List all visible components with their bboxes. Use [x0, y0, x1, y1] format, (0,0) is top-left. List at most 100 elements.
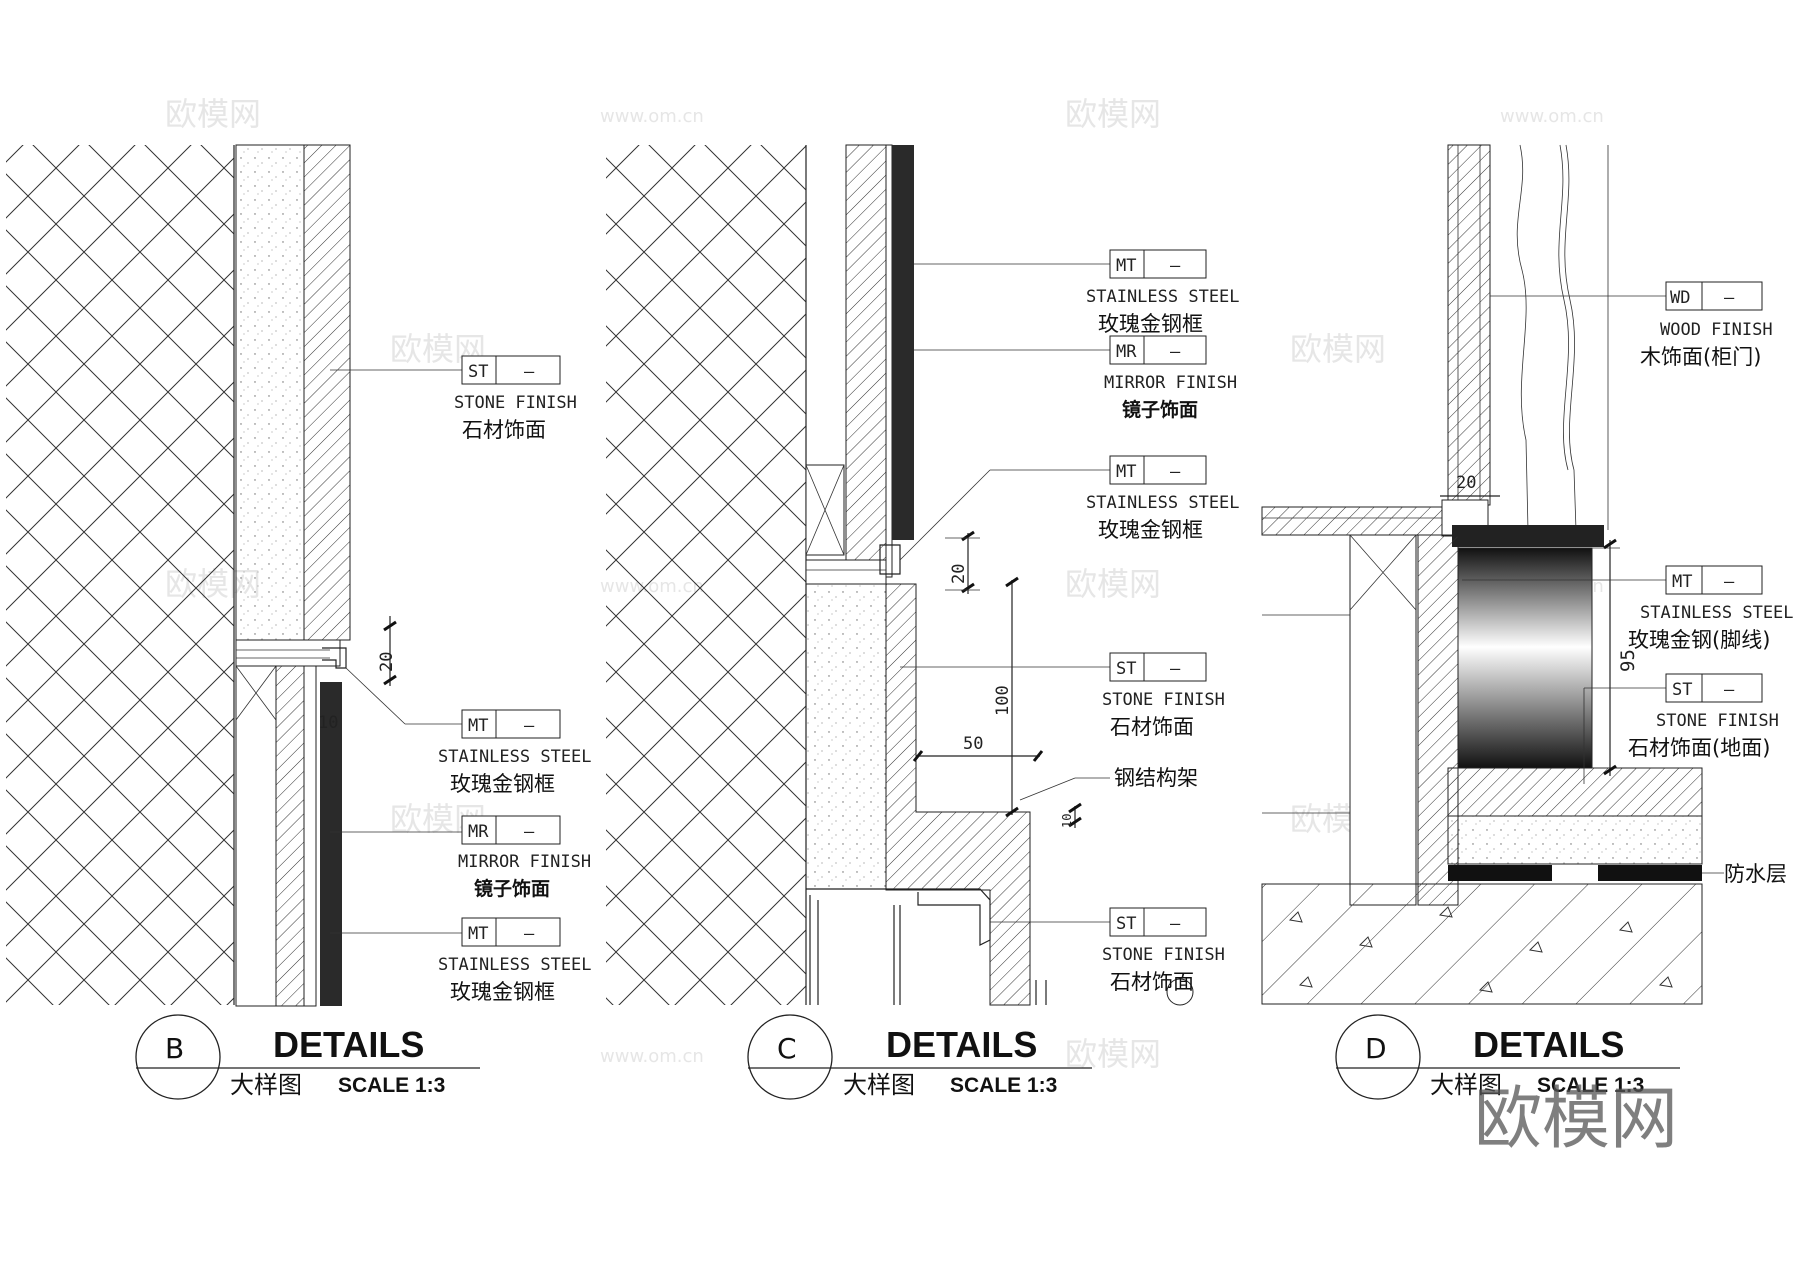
tag-code: MT	[1116, 256, 1136, 276]
stone-panel	[303, 144, 351, 641]
masonry-wall	[606, 145, 806, 1005]
detail-title: DETAILS	[1473, 1024, 1624, 1065]
tag-cn: 玫瑰金钢框	[450, 980, 555, 1004]
concrete-slab	[1261, 883, 1703, 1005]
detail-id: D	[1365, 1032, 1387, 1065]
note-waterproof: 防水层	[1724, 862, 1787, 886]
substrate-board	[845, 144, 887, 578]
tag-suffix: –	[1170, 914, 1181, 934]
tag-suffix: –	[524, 362, 535, 382]
dim-c-50: 50	[963, 734, 983, 754]
tag-suffix: –	[524, 924, 535, 944]
tag-cn: 木饰面(柜门)	[1640, 345, 1761, 369]
watermark-brand: 欧模网	[1065, 565, 1161, 603]
cabinet-board	[1447, 144, 1491, 506]
detail-b-section: 20 10	[6, 144, 462, 1007]
tag-cn: 玫瑰金钢框	[450, 772, 555, 796]
steel-structure-frame	[806, 888, 991, 946]
tag-cn: 石材饰面	[462, 418, 546, 442]
steel-frame-profile	[879, 544, 901, 575]
tag-code: ST	[468, 362, 488, 382]
watermark-url: www.om.cn	[600, 106, 704, 127]
stone-floor	[1447, 767, 1703, 817]
tag-cn: 石材饰面(地面)	[1628, 736, 1770, 760]
tag-cn: 镜子饰面	[1122, 398, 1198, 421]
tag-code: ST	[1672, 680, 1692, 700]
title-block-c: C DETAILS 大样图 SCALE 1:3	[747, 1014, 1092, 1100]
tag-c-steel-2: MT – STAINLESS STEEL 玫瑰金钢框	[1086, 455, 1240, 542]
watermark-brand: 欧模网	[165, 95, 261, 133]
tag-cn: 玫瑰金钢框	[1098, 518, 1203, 542]
wood-door-edge	[1516, 144, 1529, 531]
tag-b-steel-1: MT – STAINLESS STEEL 玫瑰金钢框	[438, 709, 592, 796]
tag-code: MT	[468, 924, 488, 944]
detail-subtitle: 大样图	[1430, 1071, 1502, 1099]
detail-subtitle: 大样图	[843, 1071, 915, 1099]
watermark-brand-large: 欧模网	[1474, 1080, 1678, 1159]
tag-suffix: –	[1170, 256, 1181, 276]
tag-en: MIRROR FINISH	[1104, 373, 1237, 393]
tag-c-mirror: MR – MIRROR FINISH 镜子饰面	[1104, 335, 1237, 421]
tag-code: MR	[1116, 342, 1137, 362]
tag-en: STONE FINISH	[1656, 711, 1779, 731]
detail-id: C	[777, 1032, 797, 1065]
tag-cn: 镜子饰面	[474, 877, 550, 900]
timber-stud	[235, 665, 277, 1007]
tag-code: ST	[1116, 659, 1136, 679]
tag-suffix: –	[1170, 659, 1181, 679]
title-block-b: B DETAILS 大样图 SCALE 1:3	[135, 1014, 480, 1100]
detail-c-section: 20 100 50 10	[606, 144, 1194, 1006]
stone-block	[805, 583, 887, 890]
tag-suffix: –	[1724, 288, 1735, 308]
dim-d-95: 95	[1617, 649, 1639, 672]
waterproof-layer	[1448, 865, 1552, 881]
tag-en: STAINLESS STEEL	[438, 747, 592, 767]
tag-d-stone: ST – STONE FINISH 石材饰面(地面)	[1628, 673, 1779, 760]
tag-code: ST	[1116, 914, 1136, 934]
dim-c-100: 100	[993, 685, 1013, 716]
tag-code: WD	[1670, 288, 1690, 308]
tag-en: STAINLESS STEEL	[438, 955, 592, 975]
detail-title: DETAILS	[273, 1024, 424, 1065]
masonry-wall	[6, 145, 234, 1005]
tag-suffix: –	[1170, 342, 1181, 362]
tag-d-wood: WD – WOOD FINISH 木饰面(柜门)	[1640, 281, 1773, 369]
detail-subtitle: 大样图	[230, 1071, 302, 1099]
dim-b-20: 20	[377, 652, 397, 672]
stone-skirting	[885, 583, 1031, 1006]
watermark-brand: 欧模网	[1290, 330, 1386, 368]
watermark-url: www.om.cn	[1500, 106, 1604, 127]
mirror-panel	[320, 682, 342, 1006]
tag-suffix: –	[1724, 572, 1735, 592]
tag-code: MT	[1672, 572, 1692, 592]
detail-title: DETAILS	[886, 1024, 1037, 1065]
tag-c-steel-1: MT – STAINLESS STEEL 玫瑰金钢框	[1086, 249, 1240, 336]
timber-batten	[235, 639, 341, 667]
tag-suffix: –	[1170, 462, 1181, 482]
detail-scale: SCALE 1:3	[950, 1074, 1057, 1097]
tag-cn: 玫瑰金钢(脚线)	[1628, 628, 1770, 652]
substrate-board	[275, 665, 305, 1007]
render-layer	[235, 144, 305, 641]
watermark-brand: 欧模网	[1065, 95, 1161, 133]
steel-skirting	[1457, 547, 1593, 769]
tag-b-stone: ST – STONE FINISH 石材饰面	[454, 355, 577, 442]
tag-d-steel: MT – STAINLESS STEEL 玫瑰金钢(脚线)	[1628, 565, 1794, 652]
tag-en: STONE FINISH	[1102, 690, 1225, 710]
tag-b-mirror: MR – MIRROR FINISH 镜子饰面	[458, 815, 591, 900]
tag-cn: 石材饰面	[1110, 970, 1194, 994]
floor-board	[1261, 506, 1443, 536]
title-block-d: D DETAILS 大样图 SCALE 1:3	[1335, 1014, 1680, 1100]
tag-code: MT	[1116, 462, 1136, 482]
timber-block	[1349, 534, 1417, 906]
detail-d-section: 95 20	[1261, 144, 1724, 1005]
watermark-url: www.om.cn	[600, 1046, 704, 1067]
tag-b-steel-2: MT – STAINLESS STEEL 玫瑰金钢框	[438, 917, 592, 1004]
tag-cn: 石材饰面	[1110, 715, 1194, 739]
tag-c-stone-1: ST – STONE FINISH 石材饰面	[1102, 652, 1225, 739]
tag-code: MR	[468, 822, 489, 842]
tag-c-stone-2: ST – STONE FINISH 石材饰面	[1102, 907, 1225, 994]
tag-en: WOOD FINISH	[1660, 320, 1773, 340]
tag-en: STONE FINISH	[454, 393, 577, 413]
